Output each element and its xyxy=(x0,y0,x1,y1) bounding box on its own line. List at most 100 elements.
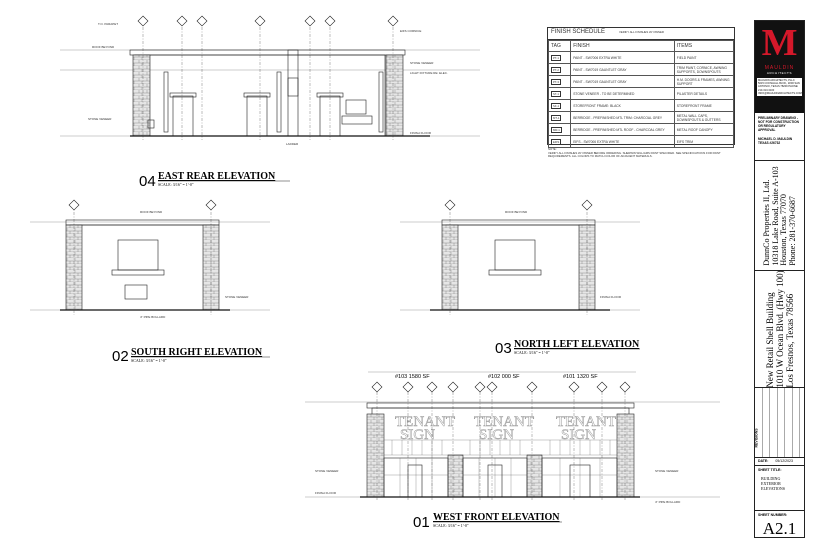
sheet-title-line: EXTERIOR xyxy=(761,481,781,486)
svg-text:SOUTH RIGHT ELEVATION: SOUTH RIGHT ELEVATION xyxy=(131,347,263,358)
schedule-note: NOTE:VERIFY ALL FINISHES W/ OWNER BEFORE… xyxy=(548,147,733,159)
owner-line: DunnCo Properties II, Ltd. xyxy=(761,179,771,266)
svg-text:EIFS CORNICE: EIFS CORNICE xyxy=(400,29,421,33)
svg-text:04: 04 xyxy=(139,173,156,190)
sheet-title-label: SHEET TITLE: xyxy=(758,468,782,472)
svg-text:TENANT: TENANT xyxy=(395,414,455,430)
svg-text:SIGN: SIGN xyxy=(479,427,514,443)
finish-desc: PAINT - SW7019 GAUNTLET GRAY xyxy=(570,63,675,76)
firm-sub: ARCHITECTS xyxy=(766,71,793,75)
project-line: New Retail Shell Building xyxy=(764,292,775,388)
svg-text:ROOF BEYOND: ROOF BEYOND xyxy=(505,210,528,214)
owner-line: Houston, Texas 77070 xyxy=(778,193,788,266)
svg-text:FINISH FLOOR: FINISH FLOOR xyxy=(315,491,337,495)
suite-label: #103 1580 SF xyxy=(395,374,430,380)
title-block: M MAULDIN ARCHITECTS MAULDIN ARCHITECTS,… xyxy=(754,20,805,538)
finish-items: METAL ROOF CANOPY xyxy=(673,123,735,136)
finish-tag: MR-1 xyxy=(551,126,562,133)
project-line: 1010 W Ocean Blvd. (Hwy 100) xyxy=(774,270,785,388)
prelim-text: PRELIMINARY DRAWING - NOT FOR CONSTRUCTI… xyxy=(758,116,799,132)
owner-line: Phone: 281-370-6687 xyxy=(787,195,796,266)
svg-text:STONE VENEER: STONE VENEER xyxy=(655,469,679,473)
svg-text:SIGN: SIGN xyxy=(561,427,596,443)
finish-tag: SF-1 xyxy=(551,102,562,109)
finish-desc: BERRIDGE - PREFINISHED MTL ROOF - CHARCO… xyxy=(570,123,675,136)
svg-text:FINISH FLOOR: FINISH FLOOR xyxy=(410,131,432,135)
svg-text:STONE VENEER: STONE VENEER xyxy=(315,469,339,473)
north-left-elevation: ROOF BEYOND FINISH FLOOR 03 NORTH LEFT E… xyxy=(400,199,640,357)
architect-name: MICHAEL D. MAULDIN TEXAS #26732 xyxy=(758,137,793,145)
finish-items: FIELD PAINT xyxy=(673,51,735,64)
firm-name: MAULDIN xyxy=(764,65,795,71)
svg-text:SCALE: 3/16" = 1'-0": SCALE: 3/16" = 1'-0" xyxy=(131,358,167,363)
svg-text:T.O. PARAPET: T.O. PARAPET xyxy=(98,22,118,26)
svg-text:01: 01 xyxy=(413,514,430,531)
storefronts xyxy=(383,457,618,498)
finish-tag: PT-2 xyxy=(551,66,561,73)
date-label: DATE: xyxy=(758,459,769,463)
logo-letter: M xyxy=(761,22,798,64)
col-finish: FINISH xyxy=(570,40,675,52)
finish-tag: MT-1 xyxy=(551,114,562,121)
firm-logo: M MAULDIN ARCHITECTS MAULDIN ARCHITECTS,… xyxy=(755,21,804,113)
prelim-stamp: PRELIMINARY DRAWING - NOT FOR CONSTRUCTI… xyxy=(755,113,804,161)
svg-text:STONE VENEER: STONE VENEER xyxy=(410,61,434,65)
finish-schedule: FINISH SCHEDULE VERIFY ALL FINISHES W/ OW… xyxy=(547,27,735,148)
owner-info: DunnCo Properties II, Ltd.10318 Lake Roa… xyxy=(755,161,804,271)
svg-text:4" PIPE BOLLARD: 4" PIPE BOLLARD xyxy=(140,315,166,319)
svg-text:4" PIPE BOLLARD: 4" PIPE BOLLARD xyxy=(655,500,681,504)
finish-items: EIFS TRIM xyxy=(673,135,735,148)
schedule-title: FINISH SCHEDULE xyxy=(551,29,606,35)
svg-text:STONE VENEER: STONE VENEER xyxy=(88,117,112,121)
svg-text:SCALE: 3/16" = 1'-0": SCALE: 3/16" = 1'-0" xyxy=(433,523,469,528)
finish-items: METAL WALL CAPS, DOWNSPOUTS & GUTTERS xyxy=(673,111,735,124)
svg-text:SIGN: SIGN xyxy=(400,427,435,443)
revisions-table: REVISIONS xyxy=(755,388,804,458)
col-items: ITEMS xyxy=(673,40,735,52)
date-value: 05/12/2023 xyxy=(775,459,793,463)
finish-items: H.M. DOORS & FRAMES, AWNING SUPPORT xyxy=(673,75,735,88)
finish-tag: PT-1 xyxy=(551,54,561,61)
finish-desc: STONE VENEER - TO BE DETERMINED xyxy=(570,87,675,100)
svg-text:EAST REAR ELEVATION: EAST REAR ELEVATION xyxy=(158,171,276,182)
rear-doors xyxy=(169,92,344,137)
suite-label: #102 000 SF xyxy=(488,374,520,380)
finish-desc: PAINT - SW7006 EXTRA WHITE xyxy=(570,51,675,64)
svg-text:FINISH FLOOR: FINISH FLOOR xyxy=(600,295,622,299)
svg-text:SCALE: 3/16" = 1'-0": SCALE: 3/16" = 1'-0" xyxy=(514,350,550,355)
east-rear-elevation: ROOF BEYOND STONE VENEER STONE VENEER LI… xyxy=(60,15,480,190)
finish-tag: PT-3 xyxy=(551,78,561,85)
sheet-number: SHEET NUMBER: A2.1 xyxy=(755,511,804,539)
schedule-subtitle: VERIFY ALL FINISHES W/ OWNER xyxy=(619,30,664,34)
svg-text:NORTH LEFT ELEVATION: NORTH LEFT ELEVATION xyxy=(514,339,640,350)
project-line: Los Fresnos, Texas 78566 xyxy=(784,293,795,388)
svg-text:03: 03 xyxy=(495,340,512,357)
finish-tag: EIFS xyxy=(551,138,562,145)
sheet-title-line: ELEVATIONS xyxy=(761,486,785,491)
note-text: VERIFY ALL FINISHES W/ OWNER BEFORE ORDE… xyxy=(548,150,721,159)
finish-desc: STOREFRONT FRAME: BLACK xyxy=(570,99,675,112)
finish-items: TRIM PAINT, CORNICE, AWNING SUPPORTS, DO… xyxy=(673,63,735,76)
finish-items: PILASTER DETAILS xyxy=(673,87,735,100)
note-label: NOTE: xyxy=(548,147,557,151)
suite-label: #101 1320 SF xyxy=(563,374,598,380)
svg-text:STONE VENEER: STONE VENEER xyxy=(225,295,249,299)
sheet-number-label: SHEET NUMBER: xyxy=(758,513,788,517)
schedule-row: MR-1 BERRIDGE - PREFINISHED MTL ROOF - CH… xyxy=(547,123,735,136)
svg-text:WEST FRONT ELEVATION: WEST FRONT ELEVATION xyxy=(433,512,560,523)
svg-text:ROOF BEYOND: ROOF BEYOND xyxy=(140,210,163,214)
col-tag: TAG xyxy=(547,40,572,52)
south-right-elevation: ROOF BEYOND STONE VENEER 4" PIPE BOLLARD… xyxy=(30,199,270,365)
